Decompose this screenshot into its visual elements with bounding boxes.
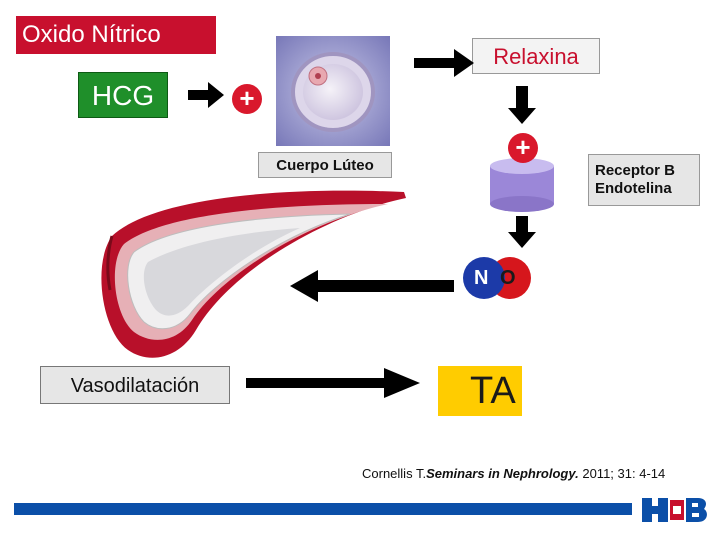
arrow-hcg-to-plus [188,82,224,108]
vasodilatacion-box: Vasodilatación [40,366,230,404]
title-text: Oxido Nítrico [22,21,161,48]
citation-author: Cornellis T. [362,466,427,481]
plus-circle-hcg: + [232,84,262,114]
arrow-cuerpo-to-relaxina [414,49,474,77]
citation: Cornellis T.Seminars in Nephrology. 2011… [362,466,665,481]
cuerpo-luteo-label-box: Cuerpo Lúteo [258,152,392,178]
arrow-vaso-to-ta [246,368,420,398]
relaxina-label: Relaxina [493,44,579,69]
cuerpo-luteo-image [276,36,390,146]
ta-box [438,366,522,416]
arrow-no-to-vessel [290,270,454,302]
plus-circle-relaxina: + [508,133,538,163]
hospital-logo [642,498,707,522]
title-banner: Oxido Nítrico [16,16,216,54]
no-molecule [463,257,531,299]
hcg-label: HCG [91,80,155,111]
blood-vessel-image [101,190,407,358]
plus-symbol: + [239,83,255,113]
cuerpo-luteo-label: Cuerpo Lúteo [276,157,374,174]
receptor-line-1: Receptor B [595,162,676,179]
citation-details: 2011; 31: 4-14 [578,466,666,481]
ta-label: TA [470,370,516,412]
receptor-line-2: Endotelina [595,180,672,197]
plus-symbol: + [515,132,531,162]
footer-bar [14,503,632,515]
relaxina-box: Relaxina [472,38,600,74]
arrow-relaxina-down [508,86,536,124]
arrow-receptor-down [508,216,536,248]
hcg-box: HCG [78,72,168,118]
receptor-cylinder [490,158,554,212]
vasodilatacion-label: Vasodilatación [70,375,200,397]
receptor-label-box: Receptor B Endotelina [588,154,700,206]
citation-journal: Seminars in Nephrology. [426,466,579,481]
no-o-label: O [500,267,516,289]
no-n-label: N [474,267,489,289]
